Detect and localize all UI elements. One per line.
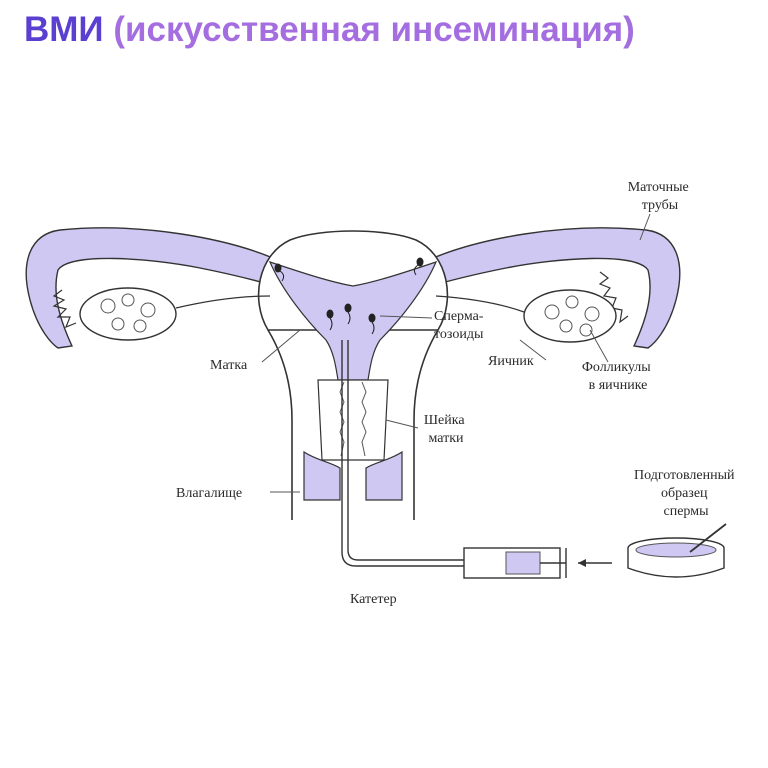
right-fimbriae bbox=[598, 271, 629, 324]
follicle bbox=[133, 319, 147, 333]
right-ovarian-ligament bbox=[435, 295, 525, 313]
page-title: ВМИ (искусственная инсеминация) bbox=[24, 6, 635, 54]
label-cervix-line1: Шейка bbox=[424, 413, 465, 428]
right-fallopian-tube bbox=[423, 227, 681, 349]
vagina bbox=[303, 450, 403, 501]
label-cervix: Шейка матки bbox=[424, 413, 468, 446]
label-prepared-sample-line1: Подготовленный bbox=[634, 468, 735, 483]
follicle bbox=[565, 295, 579, 309]
follicle bbox=[111, 317, 125, 331]
label-cervix-line2: матки bbox=[428, 431, 464, 446]
label-follicles-line2: в яичнике bbox=[589, 378, 648, 393]
cervix-outline bbox=[317, 379, 389, 461]
follicle bbox=[559, 319, 573, 333]
label-catheter: Катетер bbox=[350, 592, 397, 607]
leader-lines bbox=[261, 213, 651, 493]
left-fallopian-tube bbox=[25, 227, 283, 349]
uterine-cavity bbox=[268, 261, 438, 381]
catheter-tube bbox=[341, 340, 464, 567]
petri-dish bbox=[627, 523, 727, 578]
follicle bbox=[100, 298, 116, 314]
follicle bbox=[121, 293, 135, 307]
label-prepared-sample-line2: образец bbox=[661, 486, 708, 501]
follicle bbox=[579, 323, 593, 337]
label-follicles-line1: Фолликулы bbox=[582, 360, 651, 375]
label-fallopian-tubes-line2: трубы bbox=[642, 198, 679, 213]
title-abbreviation: ВМИ bbox=[24, 10, 104, 49]
sperm-cells bbox=[274, 257, 424, 335]
label-fallopian-tubes-line1: Маточные bbox=[628, 180, 689, 195]
left-ovarian-ligament bbox=[175, 295, 271, 309]
follicle bbox=[544, 304, 560, 320]
label-prepared-sample-line3: спермы bbox=[664, 504, 710, 519]
label-sperm-line2: тозоиды bbox=[434, 327, 484, 342]
flow-arrow bbox=[578, 559, 612, 567]
body-outline bbox=[267, 329, 439, 520]
label-follicles: Фолликулы в яичнике bbox=[582, 360, 654, 393]
follicle bbox=[584, 306, 600, 322]
right-ovary bbox=[523, 289, 617, 343]
syringe bbox=[463, 547, 567, 579]
follicle bbox=[140, 302, 156, 318]
left-ovary bbox=[79, 287, 177, 341]
label-uterus: Матка bbox=[210, 358, 248, 373]
left-fimbriae bbox=[52, 289, 77, 329]
label-ovary: Яичник bbox=[488, 354, 534, 369]
label-fallopian-tubes: Маточные трубы bbox=[628, 180, 693, 213]
label-sperm-line1: Сперма- bbox=[434, 309, 484, 324]
label-prepared-sample: Подготовленный образец спермы bbox=[634, 468, 738, 519]
title-description: (искусственная инсеминация) bbox=[113, 10, 635, 49]
label-sperm: Сперма- тозоиды bbox=[434, 309, 487, 342]
label-vagina: Влагалище bbox=[176, 486, 242, 501]
